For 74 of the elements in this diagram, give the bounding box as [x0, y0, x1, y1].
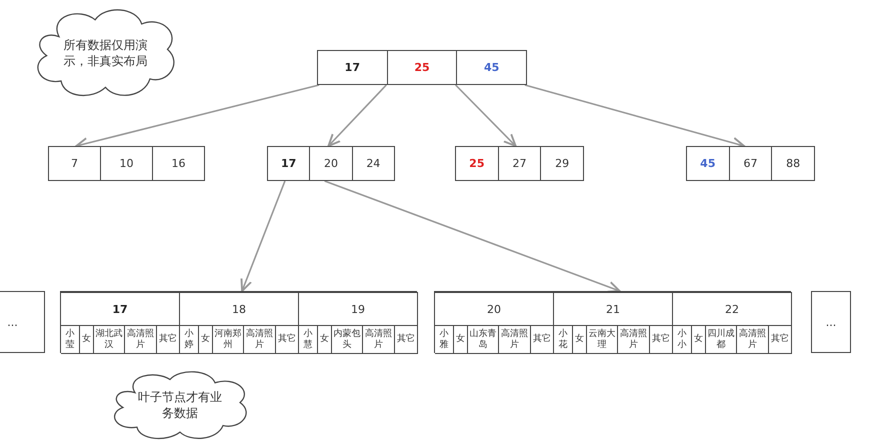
ellipsis-node: [811, 291, 851, 353]
data-cell: 其它: [274, 326, 298, 353]
key-cell: 18: [180, 293, 298, 326]
note-text: 叶子节点才有业务数据: [138, 389, 222, 422]
data-cell: 山东青岛: [467, 326, 498, 353]
data-cell-text: 小慧: [302, 328, 314, 352]
key-cell: 10: [100, 147, 152, 180]
data-cell: 女: [452, 326, 468, 353]
data-cell: 其它: [156, 326, 179, 353]
data-cell: 其它: [648, 326, 672, 353]
key-cell: 24: [352, 147, 394, 180]
key-cell-text: 17: [344, 60, 361, 76]
data-cell: 云南大理: [586, 326, 618, 353]
note-text: 所有数据仅用演示，非真实布局: [62, 36, 148, 70]
data-cell-text: 小花: [557, 328, 568, 352]
data-record: [673, 292, 792, 354]
data-cell: 女: [572, 326, 586, 353]
data-cell: 四川成都: [705, 326, 736, 353]
data-cell: 湖北武汉: [93, 326, 124, 353]
ellipsis-text: ...: [826, 316, 836, 328]
data-cell: 高清照片: [736, 326, 768, 353]
arrow: [524, 84, 745, 149]
key-cell: 88: [771, 147, 814, 180]
key-cell-text: 7: [70, 156, 79, 172]
data-cell: 高清照片: [362, 326, 394, 353]
index-node: [267, 146, 395, 181]
key-cell: 19: [299, 293, 417, 326]
data-record: [61, 292, 180, 354]
data-record: [554, 292, 673, 354]
arrow: [327, 84, 387, 147]
ellipsis-text: ...: [7, 316, 18, 328]
index-node: [48, 146, 205, 181]
index-node: [455, 146, 584, 181]
data-cell: 河南郑州: [212, 326, 244, 353]
key-cell: 16: [152, 147, 204, 180]
leaf-page: [434, 291, 791, 353]
data-record: [180, 292, 299, 354]
data-cell: 高清照片: [617, 326, 649, 353]
data-cell: 其它: [394, 326, 417, 353]
data-record: [435, 292, 554, 354]
data-cell-text: 小婷: [183, 328, 194, 352]
index-node: [317, 50, 527, 85]
key-cell: 27: [498, 147, 540, 180]
arrow: [240, 180, 286, 292]
data-cell-text: 小雅: [438, 328, 450, 352]
key-cell: 22: [673, 293, 791, 326]
data-record: [299, 292, 418, 354]
key-cell: 67: [728, 147, 772, 180]
data-cell: 女: [198, 326, 212, 353]
key-cell: 21: [554, 293, 672, 326]
key-cell: 17: [61, 293, 179, 326]
data-cell: 高清照片: [243, 326, 275, 353]
data-cell: 内蒙包头: [331, 326, 362, 353]
data-cell: 女: [78, 326, 94, 353]
key-cell: 20: [435, 293, 553, 326]
arrow: [455, 84, 517, 147]
key-cell-text: 45: [699, 156, 716, 172]
key-cell-text: 17: [280, 156, 298, 172]
index-node: [686, 146, 815, 181]
data-cell: 女: [316, 326, 332, 353]
key-cell: 25: [386, 51, 456, 84]
key-cell: 20: [309, 147, 352, 180]
data-cell: 其它: [768, 326, 791, 353]
key-cell: 29: [540, 147, 584, 180]
key-cell-text: 25: [468, 156, 486, 172]
key-cell: 45: [456, 51, 526, 84]
data-cell: 其它: [530, 326, 553, 353]
leaf-page: [60, 291, 417, 353]
data-cell: 高清照片: [124, 326, 156, 353]
data-cell-text: 小小: [676, 328, 688, 352]
arrow: [324, 180, 621, 293]
data-cell: 女: [690, 326, 706, 353]
data-cell-text: 小莹: [64, 328, 76, 352]
data-cell: 高清照片: [498, 326, 530, 353]
